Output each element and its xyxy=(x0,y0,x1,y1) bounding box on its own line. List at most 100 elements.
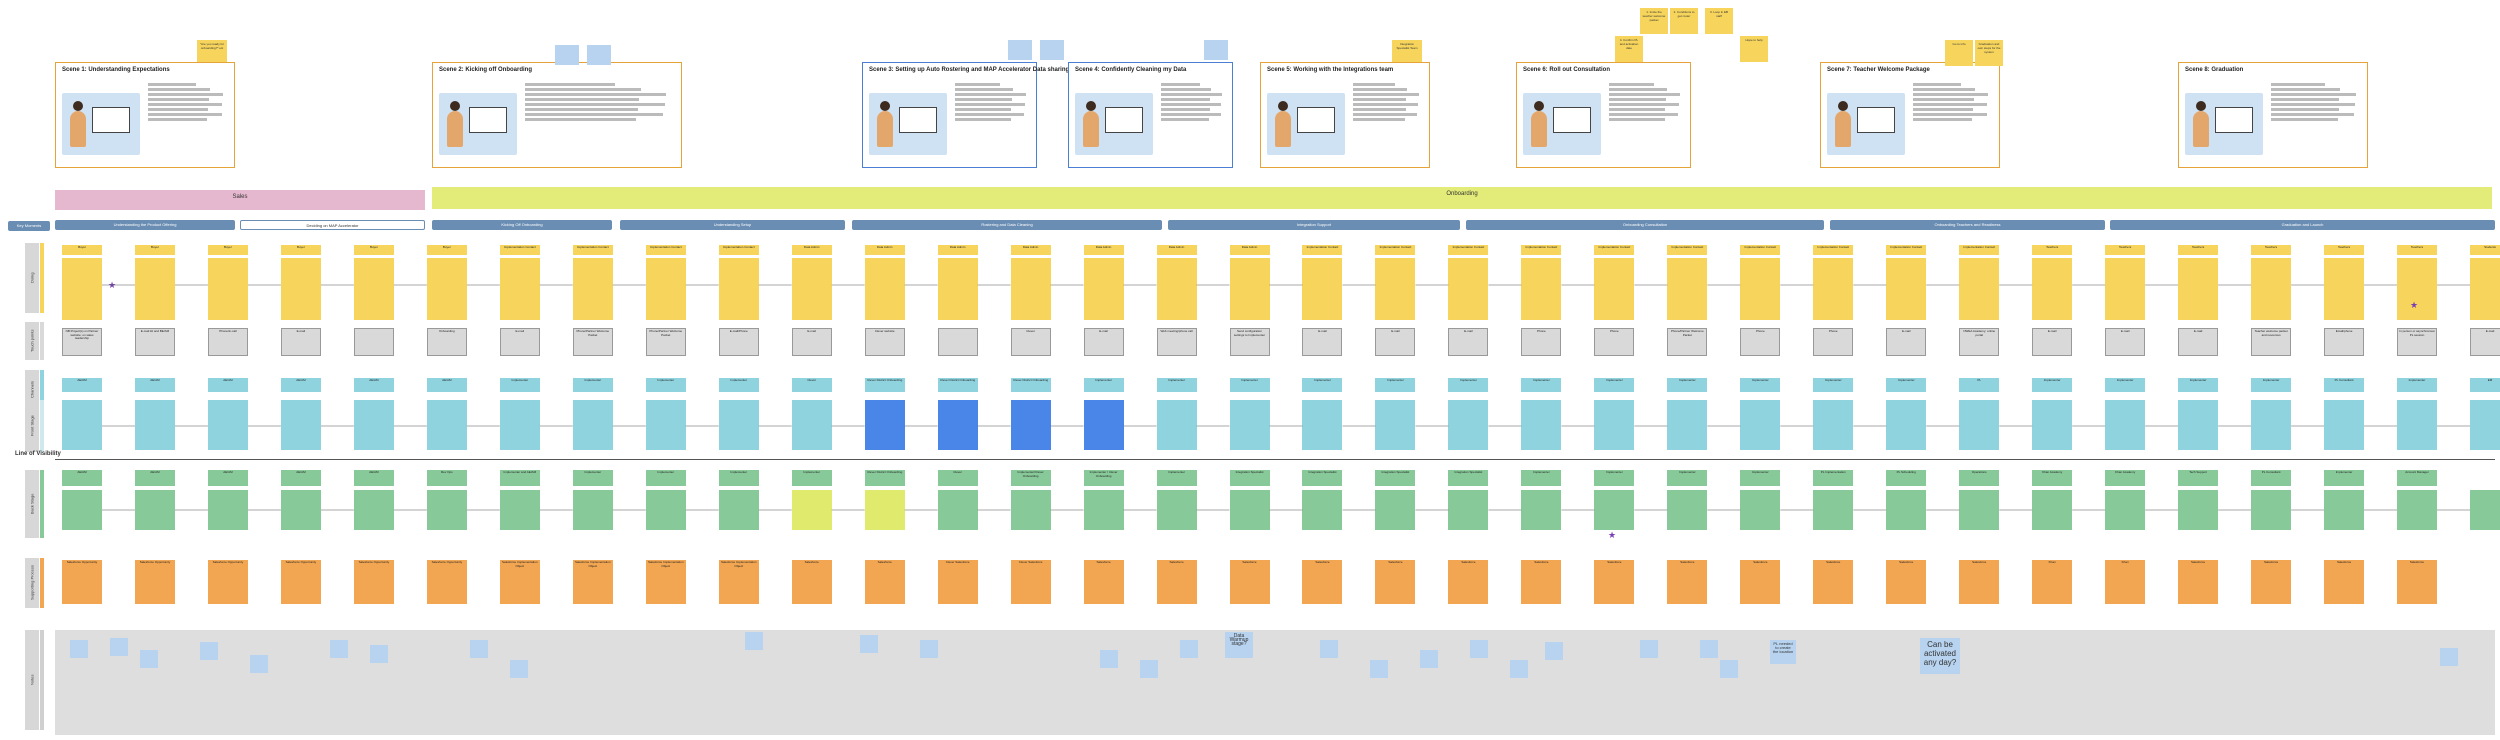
frontstage-card xyxy=(1813,400,1854,450)
text-line xyxy=(1161,113,1221,116)
backstage-card xyxy=(572,490,613,530)
top-sticky-note: 2. Conditions to get roster xyxy=(1670,8,1698,34)
scene-description xyxy=(955,81,1030,123)
channel-label: AE/AM xyxy=(62,378,102,392)
sales-band: Sales xyxy=(55,190,425,210)
doing-card xyxy=(2397,258,2438,320)
note-sticky xyxy=(1420,650,1438,668)
backstage-label: Integration Specialist xyxy=(1302,470,1343,486)
backstage-label: Implementer and AE/AM xyxy=(499,470,540,486)
channel-label: Implementer xyxy=(1083,378,1124,392)
doing-card xyxy=(207,258,248,320)
channel-label: Implementer xyxy=(1521,378,1562,392)
screen-illustration xyxy=(469,107,507,133)
touchpoint-card: Web meeting/phone call xyxy=(1156,328,1197,356)
channel-label: Implementer xyxy=(1667,378,1708,392)
frontstage-card xyxy=(1375,400,1416,450)
backstage-card xyxy=(2105,490,2146,530)
supporting-card: Salesforce xyxy=(1375,560,1416,604)
backstage-label: Account Manager xyxy=(2397,470,2438,486)
doing-card xyxy=(1886,258,1927,320)
doing-card xyxy=(280,258,321,320)
text-line xyxy=(1913,98,1974,101)
doing-card xyxy=(2105,258,2146,320)
actor-label: Teachers xyxy=(2251,245,2292,255)
scene-description xyxy=(1609,81,1684,123)
touchpoint-card: E-mail xyxy=(1375,328,1416,356)
phase-7: Onboarding Consultation xyxy=(1466,220,1824,230)
touchpoint-card: In person or asynchronous PL session xyxy=(2397,328,2438,356)
backstage-label: Implementer xyxy=(572,470,613,486)
channel-label: Clever District Onboarding xyxy=(937,378,978,392)
text-line xyxy=(148,88,210,91)
text-line xyxy=(2271,98,2340,101)
note-sticky xyxy=(745,632,763,650)
text-line xyxy=(1353,88,1407,91)
scene-title: Scene 5: Working with the Integrations t… xyxy=(1267,67,1394,73)
note-sticky xyxy=(110,638,128,656)
frontstage-card xyxy=(62,400,102,450)
touchpoint-card: E-mail xyxy=(1083,328,1124,356)
channel-label: Implementer xyxy=(1740,378,1781,392)
backstage-label: Khan Academy xyxy=(2032,470,2073,486)
scene-illustration xyxy=(1523,93,1601,155)
channel-label: Implementer xyxy=(2178,378,2219,392)
backstage-label: Integration Specialist xyxy=(1229,470,1270,486)
doing-card xyxy=(2470,258,2500,320)
phase-9: Graduation and Launch xyxy=(2110,220,2495,230)
actor-label: Data Admin xyxy=(1010,245,1051,255)
actor-label: Implementation Contact xyxy=(1375,245,1416,255)
note-sticky xyxy=(1700,640,1718,658)
backstage-card xyxy=(207,490,248,530)
row-color-tab xyxy=(40,370,44,410)
backstage-card xyxy=(1667,490,1708,530)
text-line xyxy=(148,103,223,106)
supporting-card: Salesforce xyxy=(1448,560,1489,604)
actor-label: Teachers xyxy=(2397,245,2438,255)
frontstage-card xyxy=(2397,400,2438,450)
text-line xyxy=(1353,103,1419,106)
touchpoint-card: E-mail xyxy=(2032,328,2073,356)
touchpoint-card: Phone/in-call xyxy=(207,328,248,356)
channel-label: PL xyxy=(1959,378,2000,392)
note-sticky xyxy=(70,640,88,658)
frontstage-card xyxy=(280,400,321,450)
doing-card xyxy=(2032,258,2073,320)
backstage-card xyxy=(645,490,686,530)
frontstage-card xyxy=(1594,400,1635,450)
top-sticky-note: 4. Confirm PL and activation date xyxy=(1615,36,1643,62)
backstage-label: Clever District Onboarding xyxy=(864,470,905,486)
text-line xyxy=(525,118,636,121)
frontstage-card xyxy=(2324,400,2365,450)
doing-card xyxy=(1448,258,1489,320)
person-figure xyxy=(1835,101,1851,147)
scene-5-card: Scene 5: Working with the Integrations t… xyxy=(1260,62,1430,168)
screen-illustration xyxy=(899,107,937,133)
text-line xyxy=(1913,113,1987,116)
actor-label: Implementation Contact xyxy=(1667,245,1708,255)
text-line xyxy=(1609,103,1679,106)
backstage-card xyxy=(62,490,102,530)
channel-label: Clever District Onboarding xyxy=(864,378,905,392)
text-line xyxy=(2271,118,2338,121)
supporting-card: Salesforce Opportunity xyxy=(353,560,394,604)
actor-label: Buyer xyxy=(280,245,321,255)
touchpoint-card: E-mail xyxy=(2470,328,2500,356)
phase-2: Deciding on MAP Accelerator xyxy=(240,220,425,230)
supporting-card: Khan xyxy=(2032,560,2073,604)
row-color-tab xyxy=(40,322,44,360)
note-sticky xyxy=(1320,640,1338,658)
note-sticky xyxy=(200,642,218,660)
scene-1-card: Scene 1: Understanding Expectations xyxy=(55,62,235,168)
scene-7-card: Scene 7: Teacher Welcome Package xyxy=(1820,62,2000,168)
backstage-label: Implementer xyxy=(1667,470,1708,486)
text-line xyxy=(525,103,665,106)
scene-title: Scene 4: Confidently Cleaning my Data xyxy=(1075,67,1187,73)
touchpoint-card: E-mail xyxy=(499,328,540,356)
text-line xyxy=(525,113,663,116)
frontstage-card xyxy=(1521,400,1562,450)
blue-sticky-note xyxy=(1008,40,1032,60)
row-color-tab xyxy=(40,630,44,730)
text-line xyxy=(525,88,641,91)
